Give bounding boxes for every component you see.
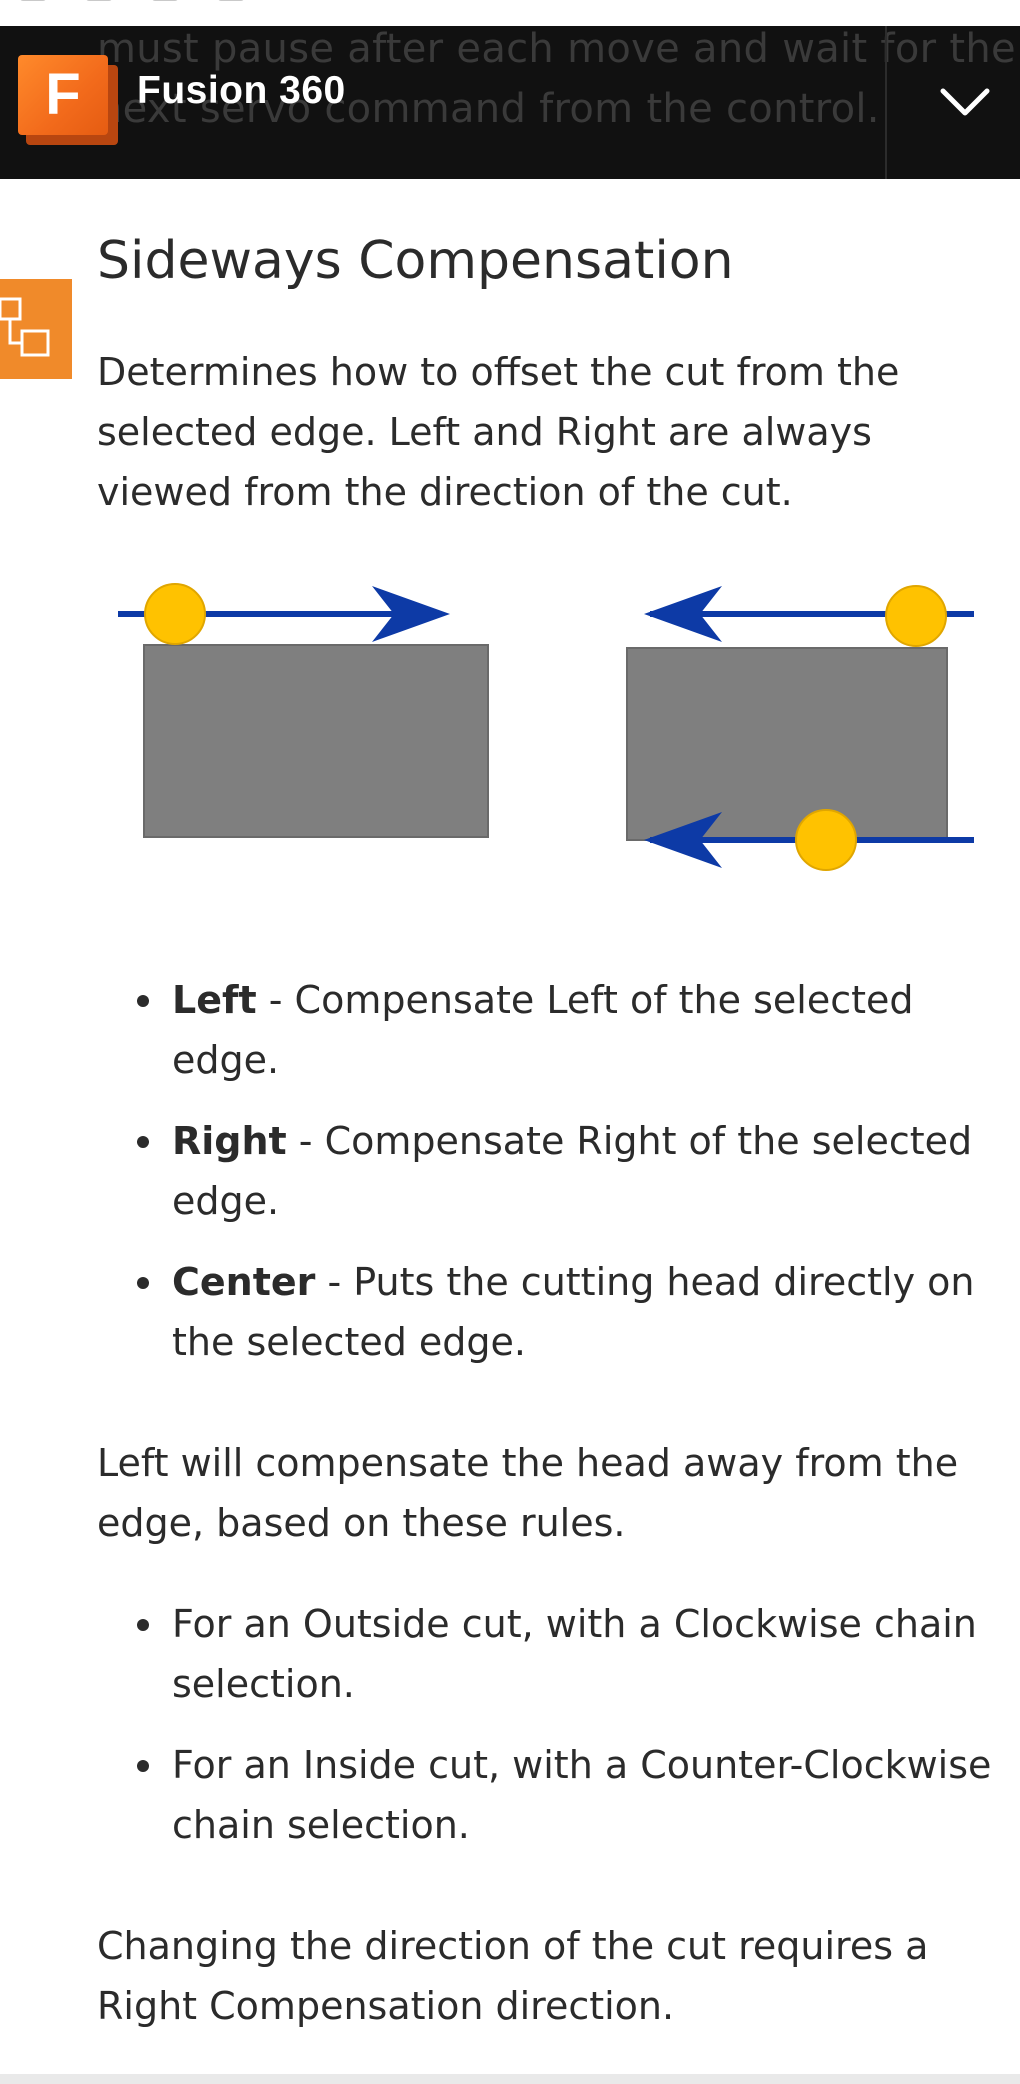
behind-text-line: next servo command from the control. xyxy=(97,86,880,132)
hierarchy-icon xyxy=(0,297,50,357)
list-item: For an Outside cut, with a Clockwise cha… xyxy=(97,1594,1012,1714)
option-desc: - Compensate Right of the selected edge. xyxy=(172,1119,973,1223)
workpiece-left xyxy=(143,644,489,838)
compensation-diagram xyxy=(118,583,974,871)
option-term: Center xyxy=(172,1260,316,1304)
arrow-left-icon xyxy=(644,586,722,642)
header-divider xyxy=(885,26,887,179)
list-item: For an Inside cut, with a Counter-Clockw… xyxy=(97,1735,1012,1855)
tool-marker-right-top xyxy=(885,585,947,647)
bottom-edge xyxy=(0,2074,1020,2084)
rules-list: For an Outside cut, with a Clockwise cha… xyxy=(97,1594,1012,1855)
option-desc: - Compensate Left of the selected edge. xyxy=(172,978,914,1082)
closing-paragraph: Changing the direction of the cut requir… xyxy=(97,1924,929,2028)
arrow-left-icon xyxy=(644,812,722,868)
arrow-right-icon xyxy=(372,586,450,642)
scrolled-text-behind-header: must pause after each move and wait for … xyxy=(97,26,1016,139)
behind-text-line: must pause after each move and wait for … xyxy=(97,26,1016,72)
chevron-down-icon xyxy=(940,88,990,116)
compensation-options-list: Left - Compensate Left of the selected e… xyxy=(97,970,1012,1372)
intro-paragraph: Determines how to offset the cut from th… xyxy=(97,350,900,514)
tool-marker-right-bottom xyxy=(795,809,857,871)
option-term: Left xyxy=(172,978,257,1022)
option-desc: - Puts the cutting head directly on the … xyxy=(172,1260,975,1364)
list-item: Left - Compensate Left of the selected e… xyxy=(97,970,1012,1090)
status-bar xyxy=(0,0,1020,26)
option-term: Right xyxy=(172,1119,287,1163)
tool-marker-left xyxy=(144,583,206,645)
list-item: Right - Compensate Right of the selected… xyxy=(97,1111,1012,1231)
app-header: must pause after each move and wait for … xyxy=(0,26,1020,179)
status-icons xyxy=(20,0,340,6)
rules-intro-paragraph: Left will compensate the head away from … xyxy=(97,1441,959,1545)
app-title: Fusion 360 xyxy=(137,69,346,112)
side-panel-tab[interactable] xyxy=(0,279,72,379)
menu-toggle-button[interactable] xyxy=(930,77,1000,127)
workpiece-right xyxy=(626,647,948,841)
logo-letter: F xyxy=(18,55,108,135)
section-title: Sideways Compensation xyxy=(97,231,734,291)
fusion-logo[interactable]: F xyxy=(18,55,118,145)
list-item: Center - Puts the cutting head directly … xyxy=(97,1252,1012,1372)
